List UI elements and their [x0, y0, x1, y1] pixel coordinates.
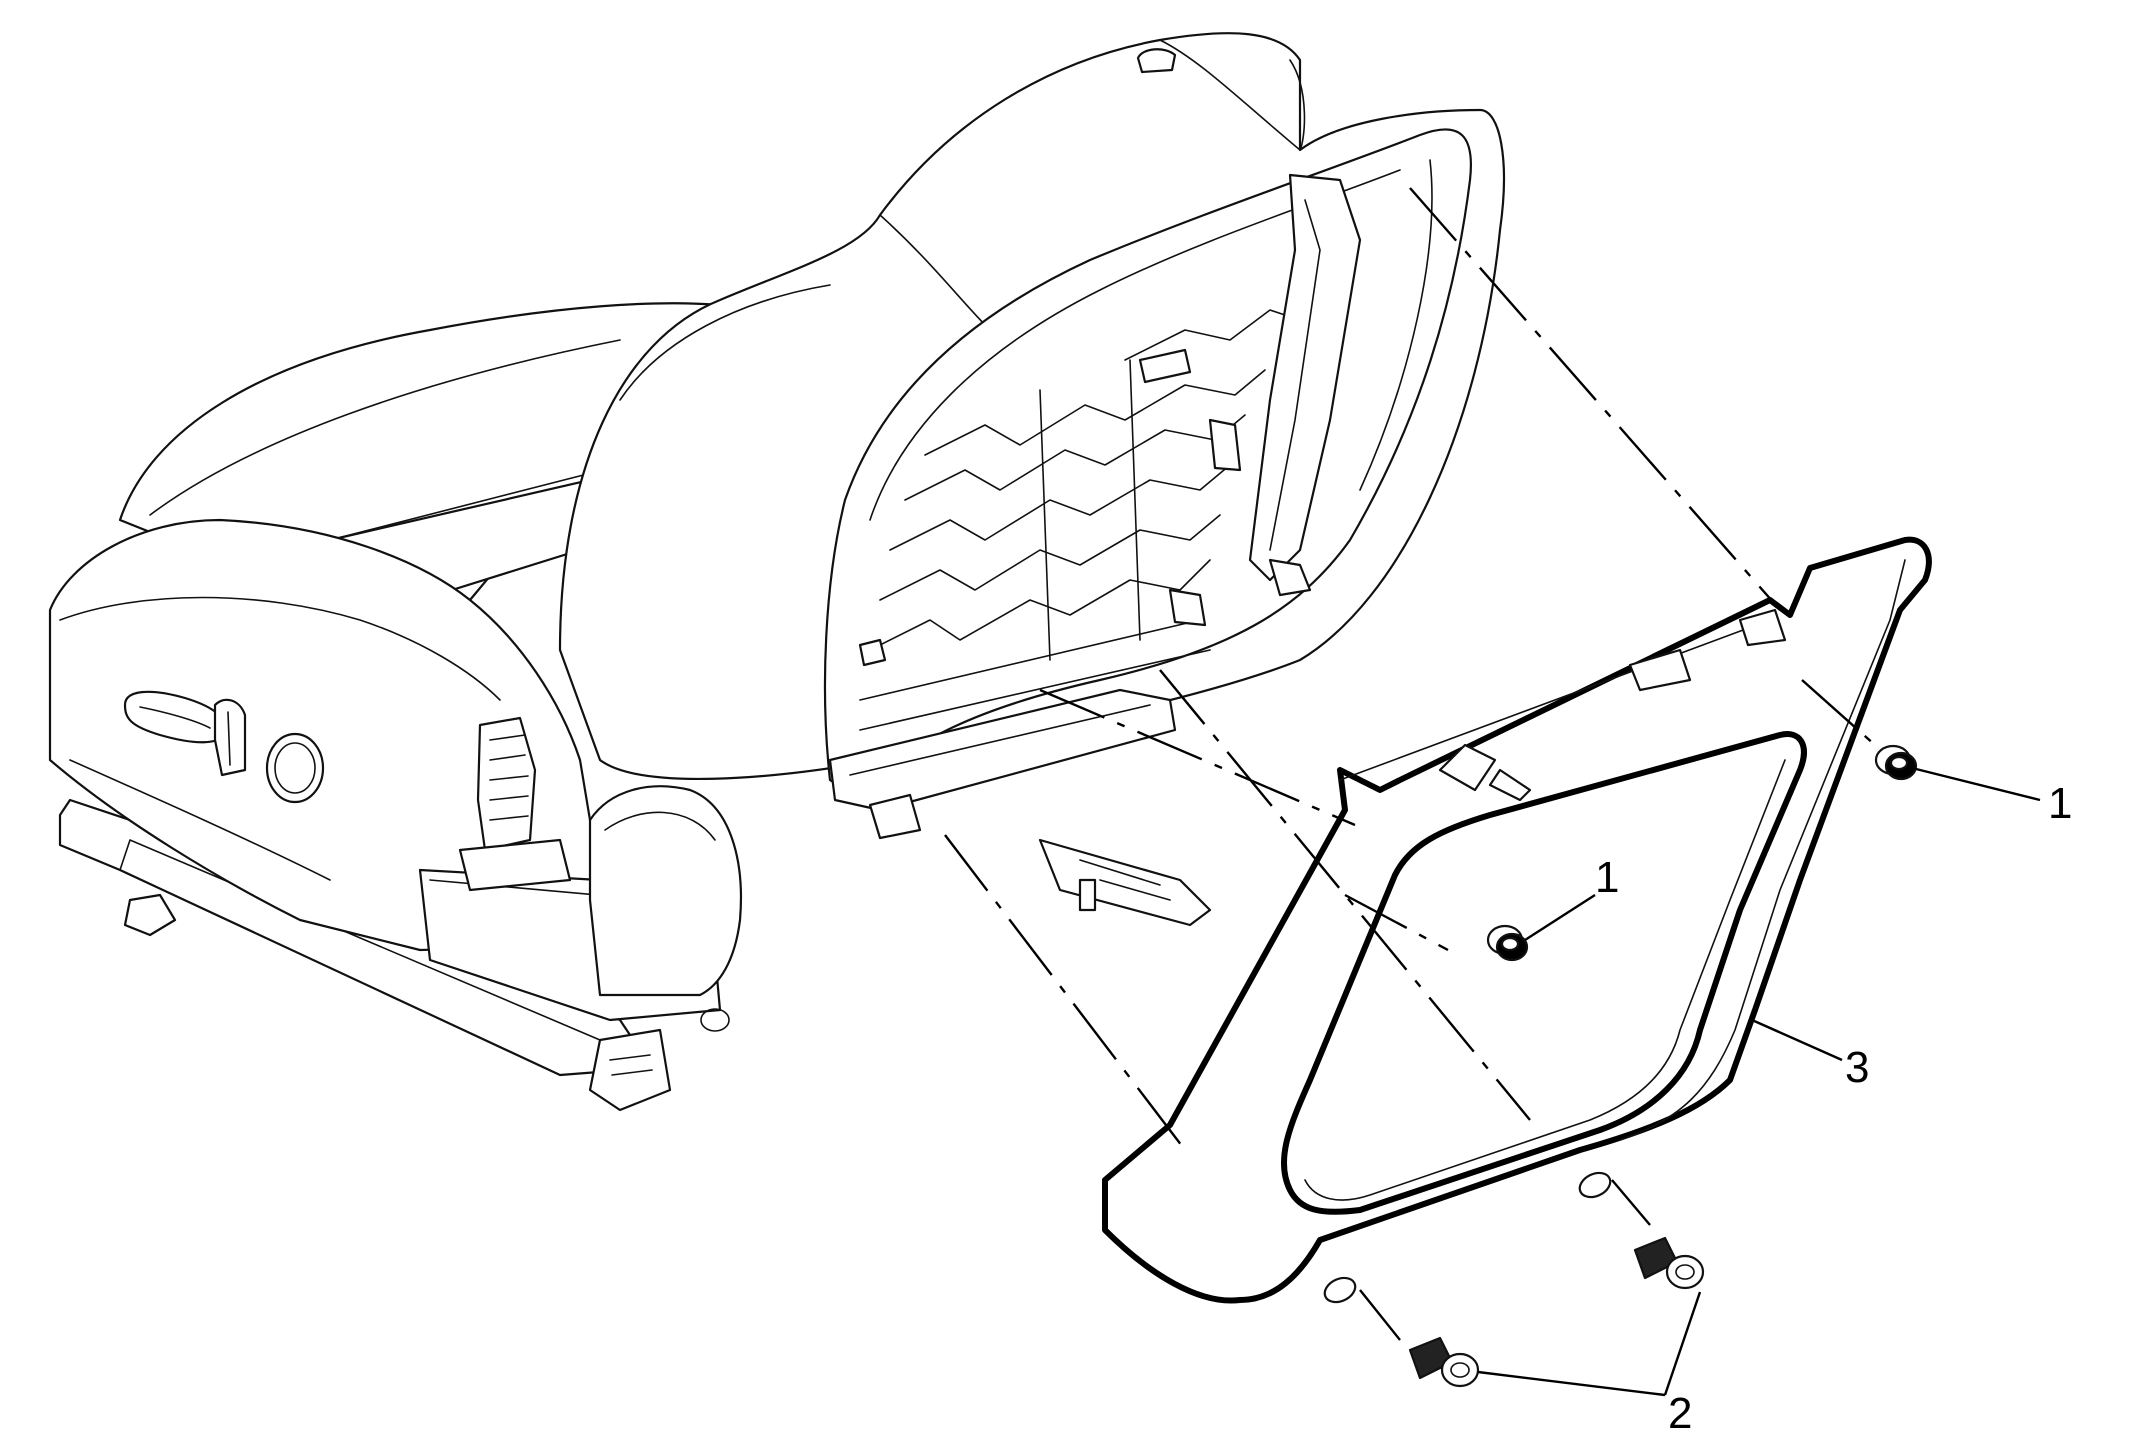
push-pin-lower-right-icon [1633, 1236, 1705, 1290]
seat-back-trim-panel [1102, 536, 1932, 1304]
seat-assembly [48, 32, 1506, 1112]
lumbar-knob-icon [265, 732, 325, 804]
callout-fastener-center: 1 [1595, 853, 1619, 902]
push-pin-lower-left-icon [1408, 1336, 1480, 1388]
suspension-wires [858, 309, 1301, 731]
connector-block [458, 716, 572, 892]
side-frame-rail [1248, 173, 1362, 597]
lower-cross-member [828, 688, 1177, 840]
leader-lines [1477, 766, 2041, 1397]
alignment-lines [944, 187, 1876, 1341]
recliner-cover [588, 785, 742, 1032]
callout-fasteners-lower: 2 [1668, 1389, 1692, 1438]
recline-switch-icon [213, 698, 247, 777]
callout-labels: 1 1 3 2 [1595, 779, 2072, 1438]
fastener-upper-icon [1874, 744, 1918, 781]
callout-trim-panel: 3 [1845, 1043, 1869, 1092]
fastener-center-icon [1486, 924, 1529, 962]
callout-fastener-upper: 1 [2048, 779, 2072, 828]
